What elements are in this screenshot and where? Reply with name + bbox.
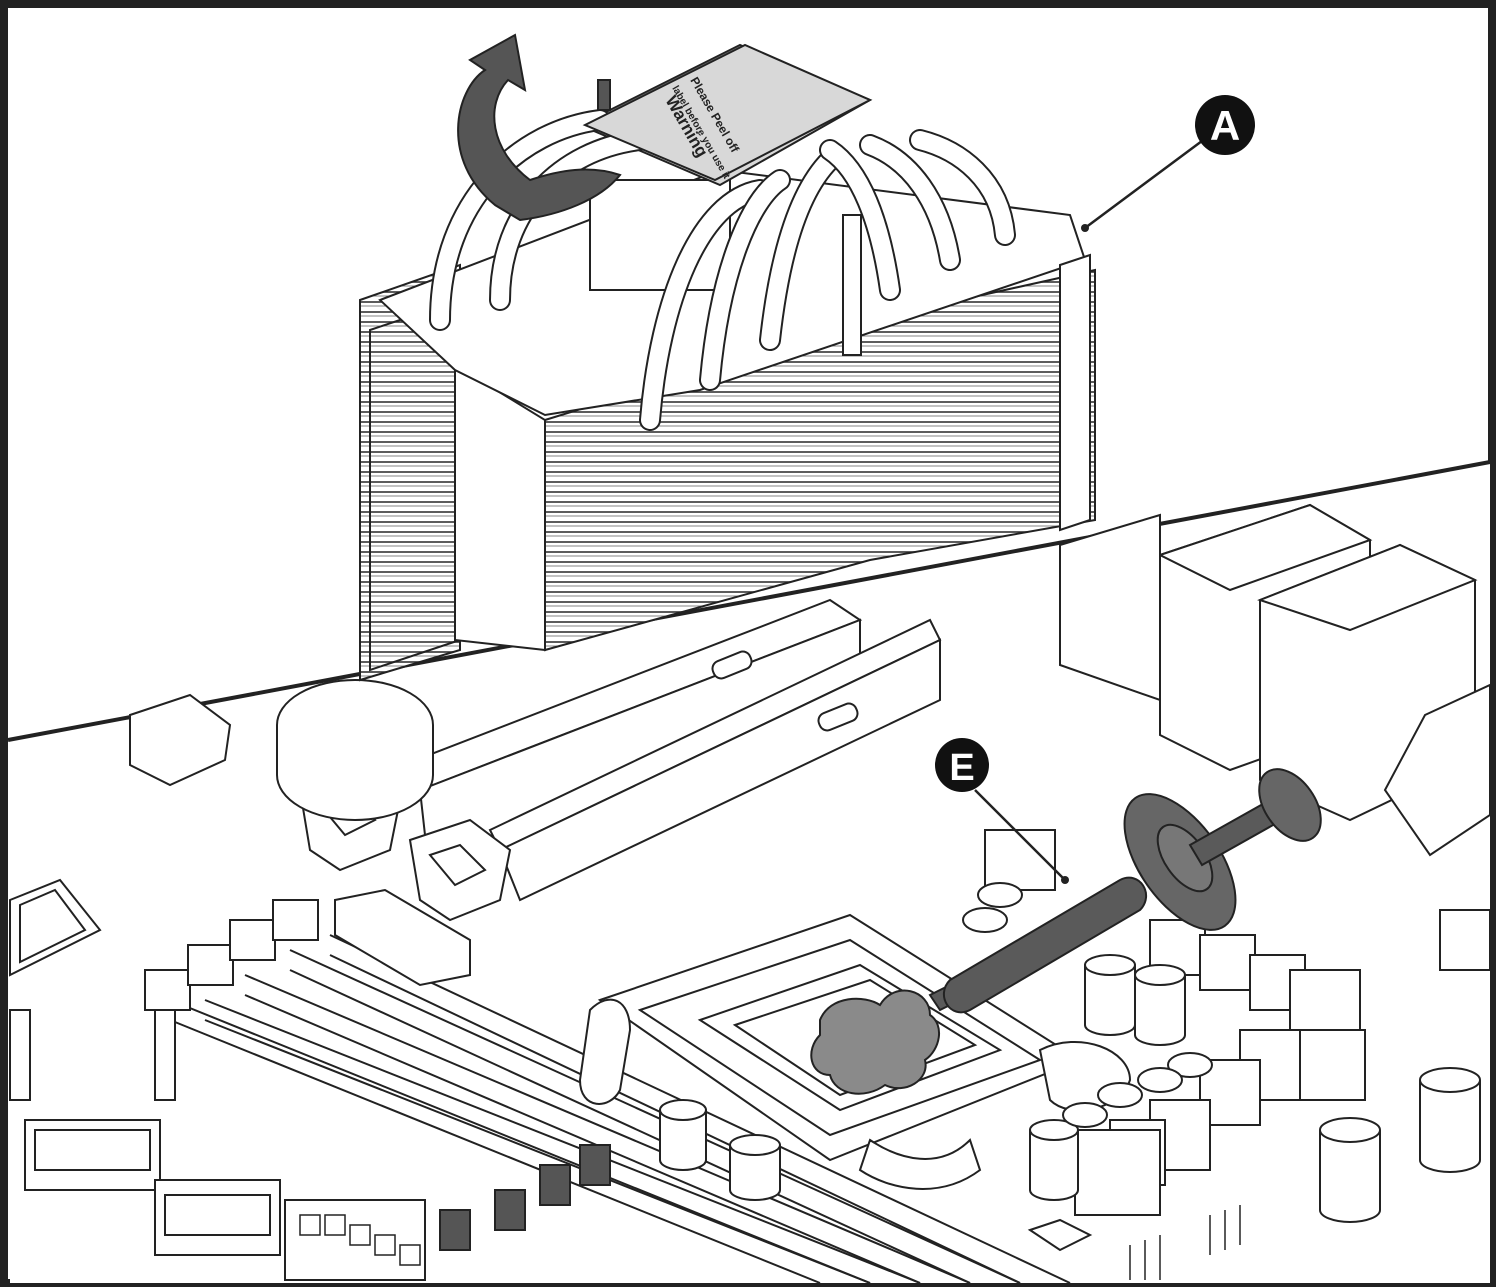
peel-direction-arrow — [457, 33, 622, 222]
callout-e: E — [935, 738, 1069, 884]
chipset-area — [9, 878, 102, 1101]
io-headers — [24, 1119, 426, 1281]
cmos-battery — [276, 679, 434, 821]
rear-io — [1059, 503, 1491, 971]
callout-a-label: A — [1210, 102, 1240, 149]
callout-a: A — [1081, 95, 1255, 232]
motherboard — [7, 460, 1491, 1284]
m2-connector — [334, 888, 471, 987]
vrm-components — [659, 829, 1481, 1280]
dimm-slots — [144, 899, 1071, 1284]
callout-e-label: E — [949, 747, 974, 789]
thermal-paste-syringe — [928, 768, 1322, 1014]
cpu-cooler: Please Peel off label before you use it … — [359, 43, 1096, 682]
thermal-paste — [810, 989, 940, 1095]
warning-label: Please Peel off label before you use it … — [582, 43, 873, 182]
